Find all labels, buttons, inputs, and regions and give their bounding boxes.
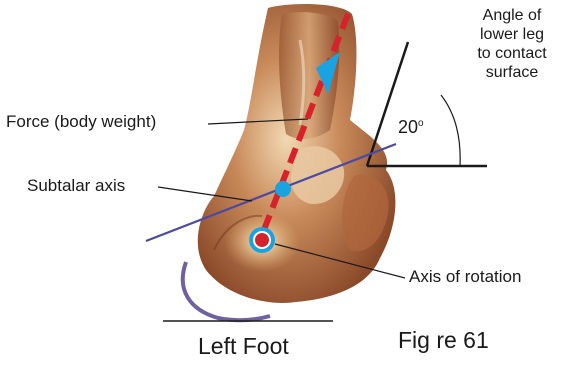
subtalar-axis-label: Subtalar axis [27, 176, 125, 196]
foot-caption: Left Foot [198, 333, 289, 360]
axis-of-rotation-pivot [249, 227, 275, 253]
angle-value: 20o [398, 117, 424, 138]
degree-sign: o [418, 118, 424, 129]
angle-label: Angle of lower leg to contact surface [472, 6, 552, 82]
angle-number: 20 [398, 117, 418, 137]
angle-label-line: lower leg [472, 25, 552, 44]
subtalar-axis-point [275, 181, 291, 197]
angle-label-line: surface [472, 63, 552, 82]
figure-caption: Fig re 61 [398, 327, 489, 354]
angle-label-line: to contact [472, 44, 552, 63]
axis-of-rotation-label: Axis of rotation [409, 267, 521, 287]
force-label: Force (body weight) [6, 112, 156, 132]
angle-label-line: Angle of [472, 6, 552, 25]
